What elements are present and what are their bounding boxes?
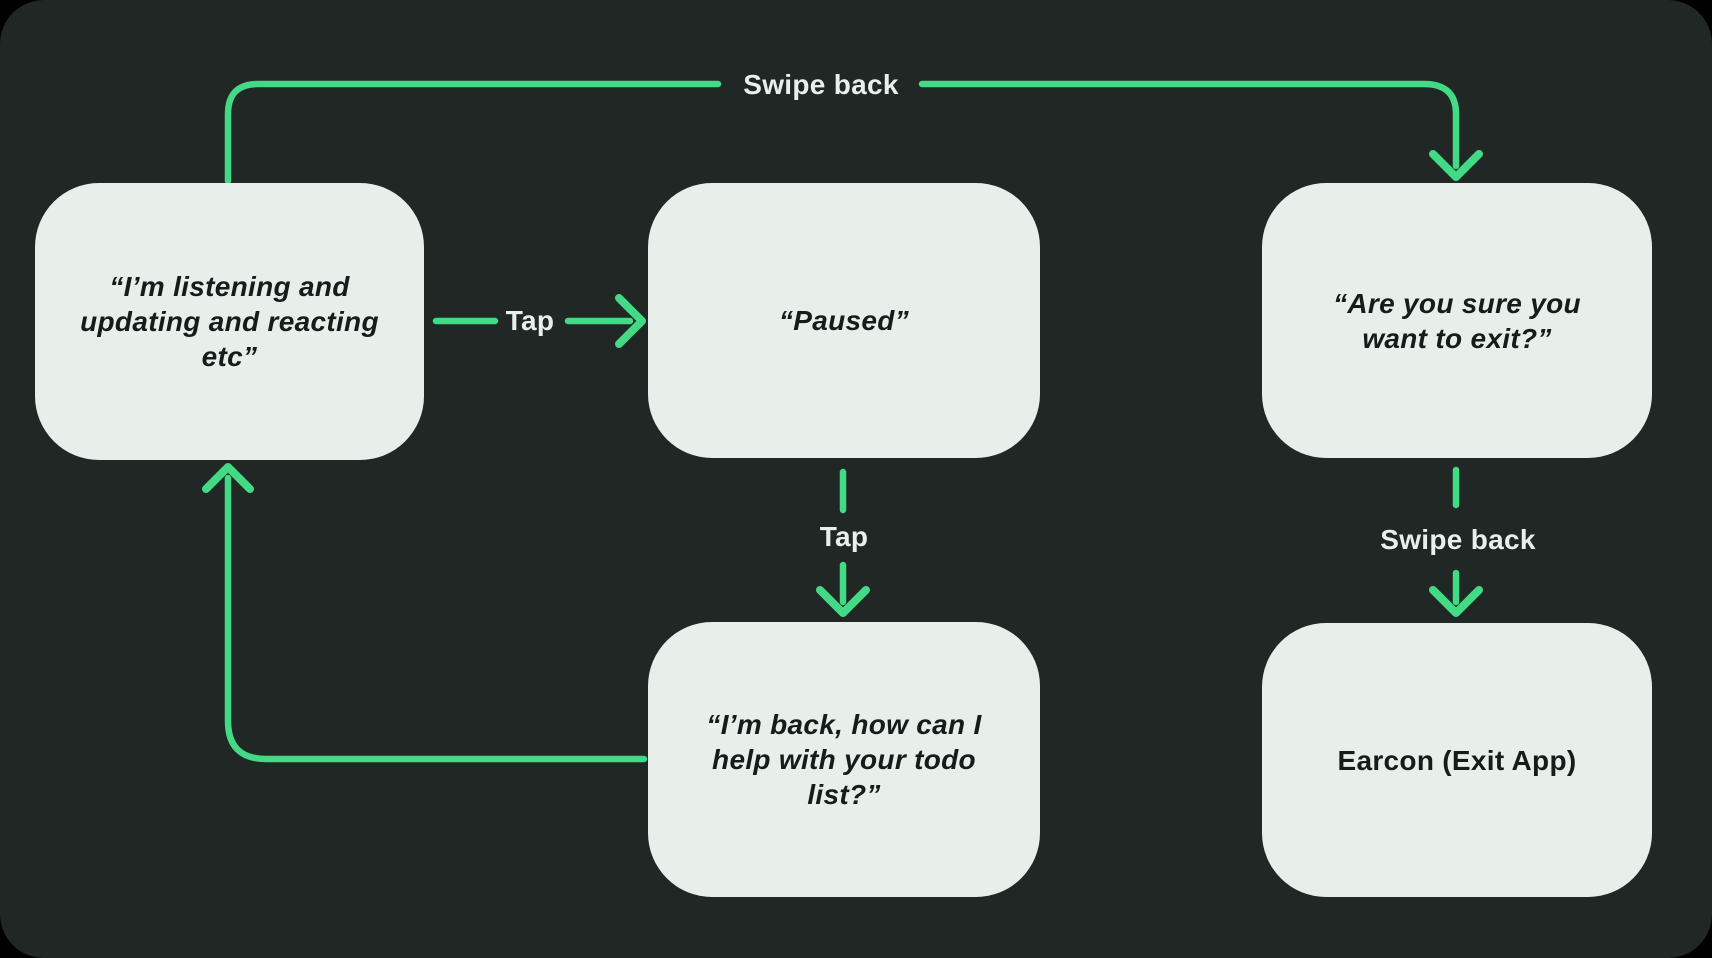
edge-tap-right-arrowhead	[615, 294, 646, 348]
edge-loop-back-line	[224, 474, 648, 763]
node-earcon: Earcon (Exit App)	[1262, 623, 1652, 897]
node-im-back: “I’m back, how can I help with your todo…	[648, 622, 1040, 897]
node-exit-confirm-text: “Are you sure you want to exit?”	[1333, 287, 1581, 354]
edge-label-tap-down: Tap	[819, 521, 869, 552]
edge-swipe-back-top-segment-b	[918, 80, 1460, 170]
node-listening-text: “I’m listening and updating and reacting…	[80, 271, 379, 372]
node-earcon-text: Earcon (Exit App)	[1337, 744, 1577, 776]
edge-label-tap-right: Tap	[505, 305, 555, 336]
node-paused: “Paused”	[648, 183, 1040, 458]
node-listening: “I’m listening and updating and reacting…	[35, 183, 424, 460]
edge-tap-down-arrowhead	[816, 586, 870, 617]
edge-swipe-back-down-arrowhead	[1429, 586, 1483, 617]
node-paused-text: “Paused”	[779, 305, 909, 336]
edge-swipe-back-top-segment-a	[224, 80, 722, 185]
edge-loop-back-arrowhead	[202, 463, 254, 493]
node-im-back-text: “I’m back, how can I help with your todo…	[706, 709, 982, 810]
edge-swipe-back-top-arrowhead	[1429, 150, 1483, 181]
node-exit-confirm: “Are you sure you want to exit?”	[1262, 183, 1652, 458]
edge-label-swipe-back-down: Swipe back	[1380, 524, 1536, 555]
edge-label-swipe-back-top: Swipe back	[743, 69, 899, 100]
